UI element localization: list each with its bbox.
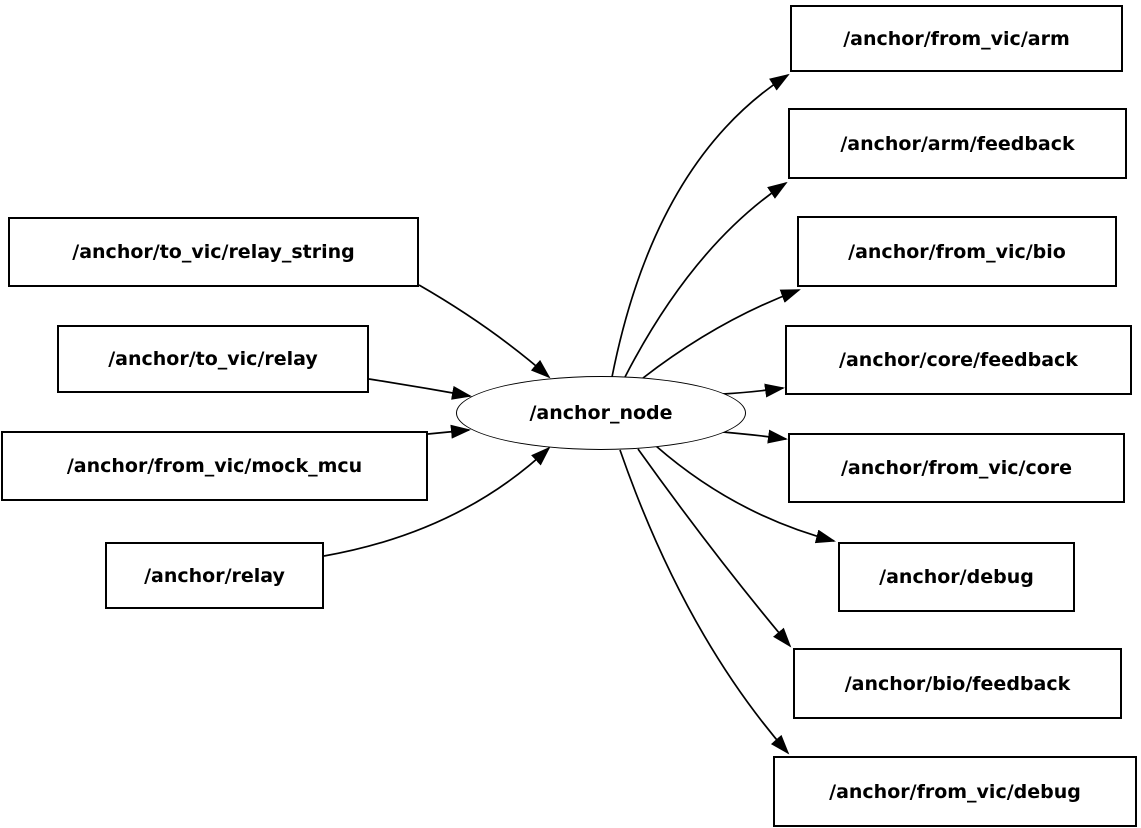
topic-box-relay: /anchor/relay	[105, 542, 324, 609]
node-ellipse-anchor-node: /anchor_node	[456, 376, 746, 450]
edge-anchor-node-to-from-vic-debug	[619, 449, 790, 755]
topic-box-from-vic-debug: /anchor/from_vic/debug	[773, 756, 1137, 827]
edge-anchor-node-to-arm-feedback	[624, 181, 788, 378]
edge-anchor-node-to-debug	[655, 445, 836, 544]
topic-box-from-vic-bio: /anchor/from_vic/bio	[797, 216, 1117, 287]
edge-to-vic-relay-string-to-anchor-node	[418, 284, 551, 379]
topic-box-debug: /anchor/debug	[838, 542, 1075, 612]
edge-anchor-node-to-core-feedback	[722, 383, 785, 398]
topic-box-to-vic-relay-string: /anchor/to_vic/relay_string	[8, 217, 419, 287]
topic-box-from-vic-core: /anchor/from_vic/core	[788, 433, 1125, 503]
topic-box-to-vic-relay: /anchor/to_vic/relay	[57, 325, 369, 393]
edge-anchor-node-to-from-vic-bio	[642, 289, 801, 379]
edge-anchor-node-to-from-vic-core	[722, 429, 788, 444]
topic-box-core-feedback: /anchor/core/feedback	[785, 325, 1132, 395]
topic-box-bio-feedback: /anchor/bio/feedback	[793, 648, 1122, 719]
edge-to-vic-relay-to-anchor-node	[368, 378, 472, 400]
topic-box-arm-feedback: /anchor/arm/feedback	[788, 108, 1127, 179]
edge-relay-to-anchor-node	[323, 446, 551, 557]
topic-box-from-vic-mock-mcu: /anchor/from_vic/mock_mcu	[1, 431, 428, 501]
topic-box-from-vic-arm: /anchor/from_vic/arm	[790, 5, 1123, 72]
edge-anchor-node-to-from-vic-arm	[611, 73, 790, 378]
edge-from-vic-mock-mcu-to-anchor-node	[427, 424, 471, 439]
edge-anchor-node-to-bio-feedback	[637, 448, 792, 648]
